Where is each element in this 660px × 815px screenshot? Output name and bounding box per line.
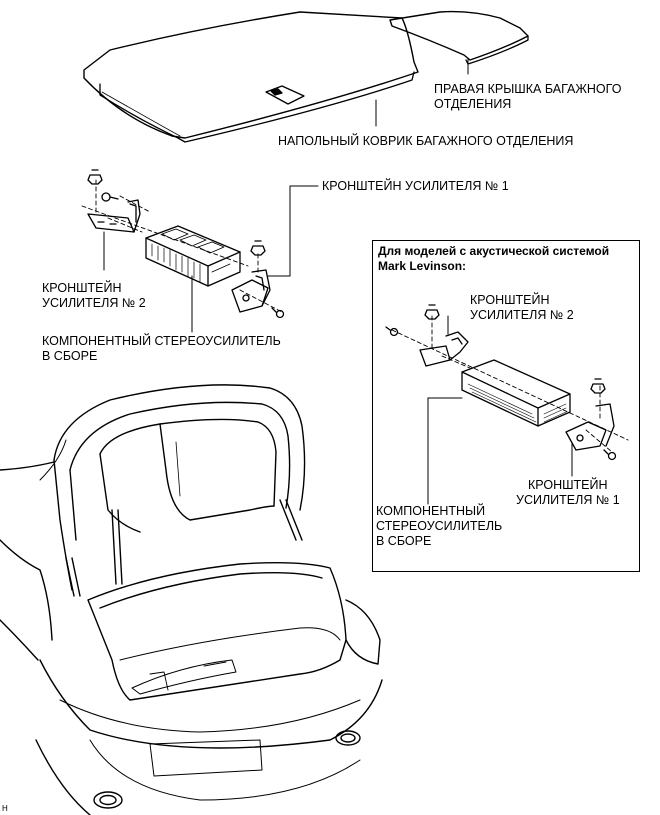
inset-screw-bottom	[603, 449, 617, 461]
mat-handle	[265, 85, 305, 105]
nut-top-left	[87, 169, 103, 185]
inset-amplifier-assembly-drawing	[385, 304, 629, 461]
label-amplifier-main: КОМПОНЕНТНЫЙ СТЕРЕОУСИЛИТЕЛЬ В СБОРЕ	[42, 334, 281, 364]
leader-lines-inset	[427, 315, 573, 505]
label-right-trunk-cover: ПРАВАЯ КРЫШКА БАГАЖНОГО ОТДЕЛЕНИЯ	[434, 82, 621, 112]
label-line: СТЕРЕОУСИЛИТЕЛЬ	[376, 519, 503, 533]
nut-right	[250, 240, 266, 256]
inset-nut-top	[424, 304, 440, 320]
right-trunk-cover-drawing	[389, 10, 529, 65]
inset-label-amplifier: КОМПОНЕНТНЫЙ СТЕРЕОУСИЛИТЕЛЬ В СБОРЕ	[376, 504, 502, 549]
trunk-floor-mat-drawing	[83, 11, 419, 143]
inset-title-line: Для моделей с акустической системой	[378, 244, 610, 258]
label-line: В СБОРЕ	[376, 534, 432, 548]
inset-amplifier-box	[461, 359, 571, 427]
inset-label-bracket-2: КРОНШТЕЙН УСИЛИТЕЛЯ № 2	[458, 293, 574, 323]
label-line: ОТДЕЛЕНИЯ	[434, 97, 512, 111]
exhaust-pipe-right	[335, 730, 361, 746]
car-rear-trunk-open-drawing	[0, 384, 383, 815]
label-line: В СБОРЕ	[42, 349, 98, 363]
label-line: ПРАВАЯ КРЫШКА БАГАЖНОГО	[434, 82, 622, 96]
inset-nut-right	[590, 378, 606, 394]
exhaust-pipe-left	[93, 791, 123, 809]
inset-title-line: Mark Levinson:	[378, 259, 467, 273]
label-bracket-2-main: КРОНШТЕЙН УСИЛИТЕЛЯ № 2	[42, 281, 146, 311]
inset-bracket-1	[565, 403, 615, 451]
inset-bolt-left	[385, 326, 399, 337]
figure-code: H	[2, 804, 8, 813]
label-line: УСИЛИТЕЛЯ № 2	[42, 296, 146, 310]
amplifier-bracket-1	[231, 269, 271, 313]
label-bracket-1-main: КРОНШТЕЙН УСИЛИТЕЛЯ № 1	[322, 179, 509, 193]
label-line: КРОНШТЕЙН	[42, 281, 122, 295]
inset-label-bracket-1: КРОНШТЕЙН УСИЛИТЕЛЯ № 1	[516, 478, 620, 508]
leader-lines-main	[103, 185, 319, 333]
bolt-left	[101, 192, 119, 202]
label-line: КРОНШТЕЙН	[528, 478, 608, 492]
label-trunk-floor-mat: НАПОЛЬНЫЙ КОВРИК БАГАЖНОГО ОТДЕЛЕНИЯ	[278, 134, 574, 148]
inset-title: Для моделей с акустической системой Mark…	[378, 244, 609, 274]
label-line: КОМПОНЕНТНЫЙ СТЕРЕОУСИЛИТЕЛЬ	[42, 334, 281, 348]
label-line: КРОНШТЕЙН	[470, 293, 550, 307]
screw-bottom	[271, 307, 285, 319]
main-amplifier-assembly-drawing	[81, 169, 285, 319]
inset-bracket-2	[419, 331, 469, 367]
label-line: УСИЛИТЕЛЯ № 1	[516, 493, 620, 507]
amplifier-bracket-2	[87, 199, 141, 233]
label-line: КОМПОНЕНТНЫЙ	[376, 504, 486, 518]
leader-lines-top	[375, 57, 469, 127]
label-line: УСИЛИТЕЛЯ № 2	[470, 308, 574, 322]
mark-levinson-inset	[372, 240, 640, 572]
stereo-amplifier-box	[145, 225, 241, 287]
